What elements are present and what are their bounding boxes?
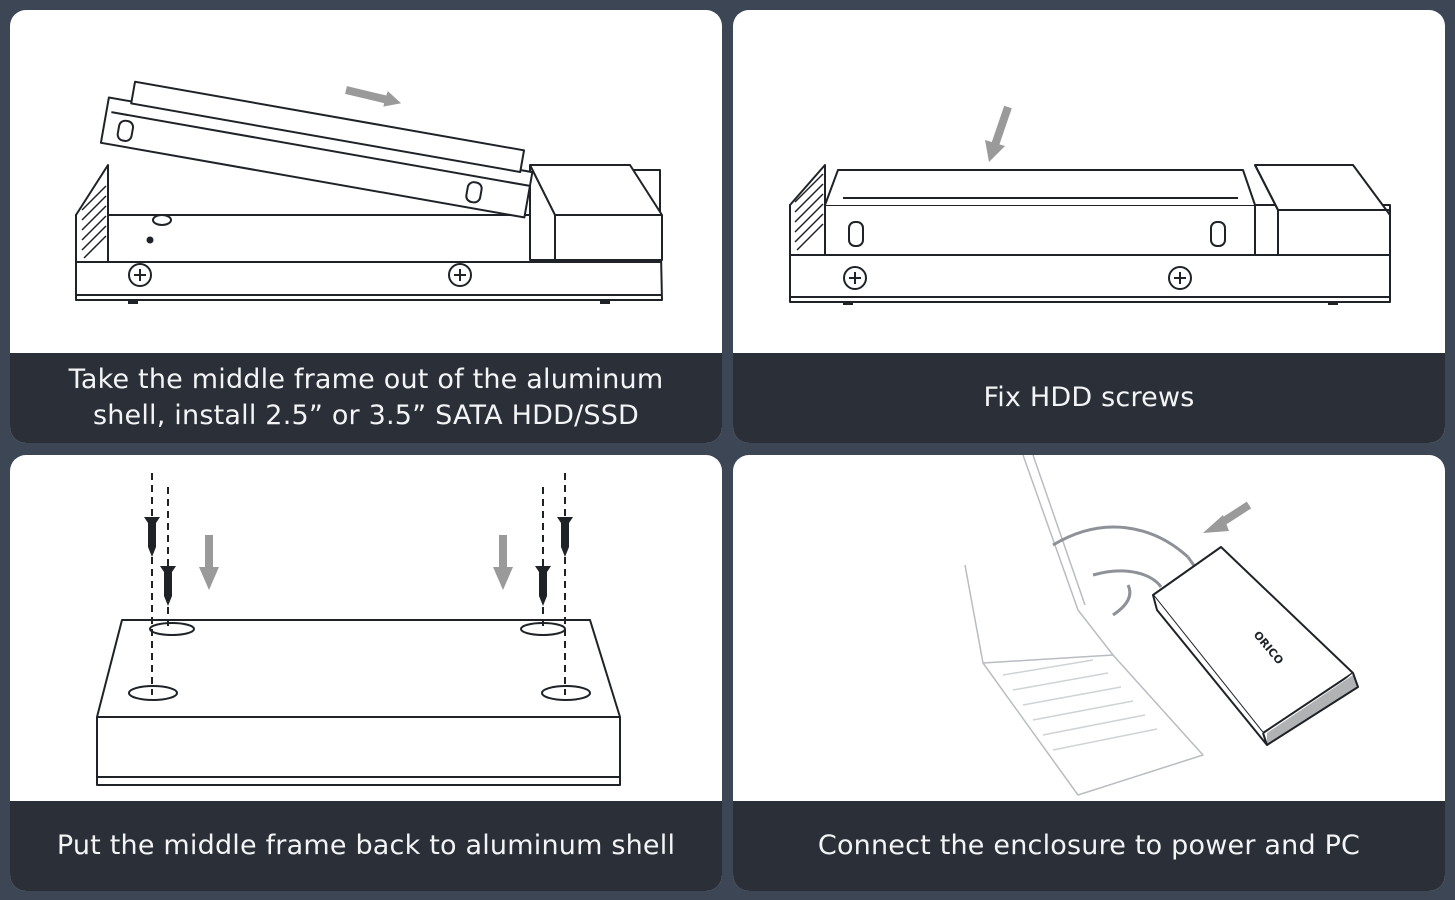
step-3-caption-line-1: Put the middle frame back to aluminum sh… <box>56 830 676 861</box>
step-1-caption-line-2: shell, install 2.5” or 3.5” SATA HDD/SSD <box>92 400 640 431</box>
connect-power-and-pc-drawing: ORICO <box>964 455 1359 796</box>
insert-arrow-icon <box>1203 501 1252 533</box>
step-4-illustration: ORICO <box>733 455 1445 801</box>
step-2-panel: Fix HDD screws <box>733 10 1445 443</box>
step-4-panel: ORICO Connect the enclosure to power and… <box>733 455 1445 891</box>
fix-hdd-screws-drawing <box>789 105 1391 305</box>
down-arrow-icon <box>985 105 1012 162</box>
step-1-panel: Take the middle frame out of the aluminu… <box>10 10 722 443</box>
step-2-caption: Fix HDD screws <box>733 353 1445 443</box>
step-3-caption: Put the middle frame back to aluminum sh… <box>10 801 722 891</box>
insert-arrow-icon <box>345 86 402 107</box>
down-arrow-icon <box>199 535 513 590</box>
step-4-caption-line-1: Connect the enclosure to power and PC <box>817 830 1361 861</box>
step-3-panel: Put the middle frame back to aluminum sh… <box>10 455 722 891</box>
step-1-caption-line-1: Take the middle frame out of the aluminu… <box>68 364 664 395</box>
step-3-illustration <box>10 455 722 801</box>
step-2-illustration <box>733 10 1445 353</box>
step-4-caption: Connect the enclosure to power and PC <box>733 801 1445 891</box>
step-2-caption-line-1: Fix HDD screws <box>983 382 1195 413</box>
frame-back-to-shell-drawing <box>96 473 621 786</box>
step-1-caption: Take the middle frame out of the aluminu… <box>10 353 722 443</box>
remove-frame-install-drive-drawing <box>75 80 663 304</box>
screw-icon <box>144 517 573 606</box>
step-1-illustration <box>10 10 722 353</box>
